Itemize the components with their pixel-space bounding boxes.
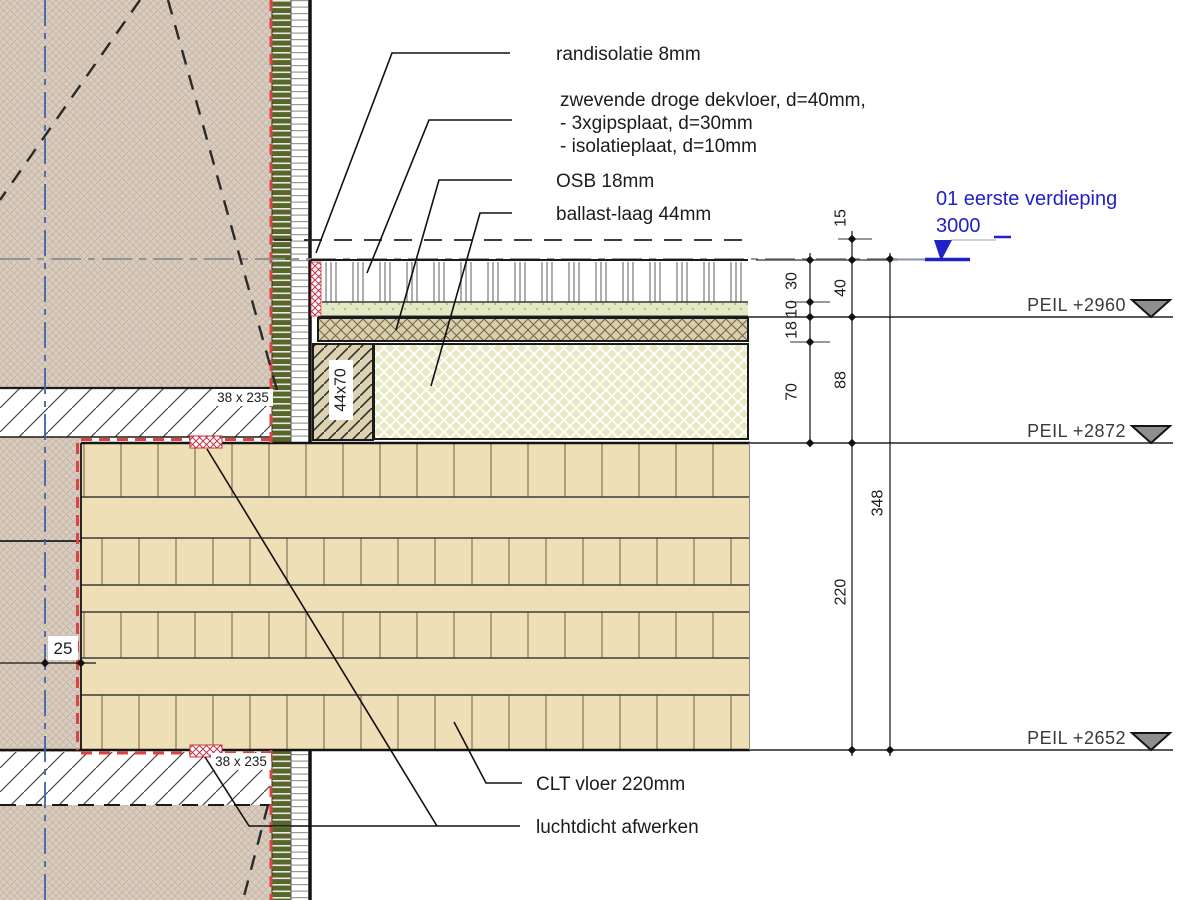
- callout-osb: OSB 18mm: [556, 171, 654, 192]
- gypsum-boards-layer: [322, 262, 748, 302]
- stud-upper-label: 38 x 235: [213, 389, 273, 406]
- dim-25: 25: [54, 639, 73, 658]
- peil-2652-label: PEIL +2652: [1027, 728, 1126, 748]
- batten-label-text: 44x70: [333, 368, 350, 412]
- dim-220: 220: [833, 579, 850, 606]
- peil-markers: PEIL +2960 PEIL +2872 PEIL +2652: [1027, 295, 1173, 752]
- dim-18: 18: [784, 321, 801, 339]
- gap-dim-label: 25: [48, 636, 78, 660]
- callout-dekvloer-1: zwevende droge dekvloer, d=40mm,: [560, 90, 866, 111]
- callout-labels: randisolatie 8mm zwevende droge dekvloer…: [536, 44, 866, 838]
- ballast-layer: [373, 343, 749, 440]
- stud-upper-label-text: 38 x 235: [217, 390, 269, 405]
- dim-15: 15: [833, 209, 850, 227]
- stud-lower-label-text: 38 x 235: [215, 754, 267, 769]
- hidden-diagonal-lines: [0, 0, 279, 900]
- floor-buildup: [310, 259, 749, 441]
- dimension-chains: 30 10 18 70 15 40 88 220 348 25: [0, 209, 895, 756]
- dim-88: 88: [833, 371, 850, 389]
- storey-level-marker: 01 eerste verdieping 3000: [893, 188, 1117, 262]
- edge-insulation-strip: [310, 261, 322, 317]
- peil-2872-label: PEIL +2872: [1027, 421, 1126, 441]
- callout-dekvloer-3: - isolatieplaat, d=10mm: [560, 136, 757, 157]
- callout-dekvloer-2: - 3xgipsplaat, d=30mm: [560, 113, 753, 134]
- dim-10: 10: [784, 300, 801, 318]
- osb-layer: [317, 317, 749, 342]
- dimension-extension-lines: [756, 238, 898, 343]
- callout-clt: CLT vloer 220mm: [536, 774, 685, 795]
- dim-40: 40: [833, 279, 850, 297]
- dim-348: 348: [870, 490, 887, 517]
- peil-2872-triangle-icon: [1129, 425, 1173, 445]
- insulation-board-layer: [322, 303, 748, 315]
- peil-level-lines: [748, 316, 1173, 751]
- airtight-membrane-dashes: [76, 0, 273, 900]
- callout-luchtdicht: luchtdicht afwerken: [536, 817, 699, 838]
- leader-lines: [204, 52, 522, 827]
- clt-floor-slab: [0, 441, 750, 752]
- callout-randisolatie: randisolatie 8mm: [556, 44, 701, 65]
- stud-lower-label: 38 x 235: [211, 753, 271, 770]
- batten-label: 44x70: [329, 360, 353, 420]
- dimension-ticks: [40, 234, 895, 755]
- peil-2960-label: PEIL +2960: [1027, 295, 1126, 315]
- dim-70: 70: [784, 383, 801, 401]
- storey-level-triangle-icon: [934, 240, 952, 261]
- wall-lining-band: [290, 0, 308, 900]
- callout-ballast: ballast-laag 44mm: [556, 204, 711, 225]
- storey-name: 01 eerste verdieping: [936, 188, 1117, 210]
- peil-2960-triangle-icon: [1129, 299, 1173, 319]
- storey-value: 3000: [936, 215, 981, 237]
- peil-2652-triangle-icon: [1129, 732, 1173, 752]
- dim-30: 30: [784, 272, 801, 290]
